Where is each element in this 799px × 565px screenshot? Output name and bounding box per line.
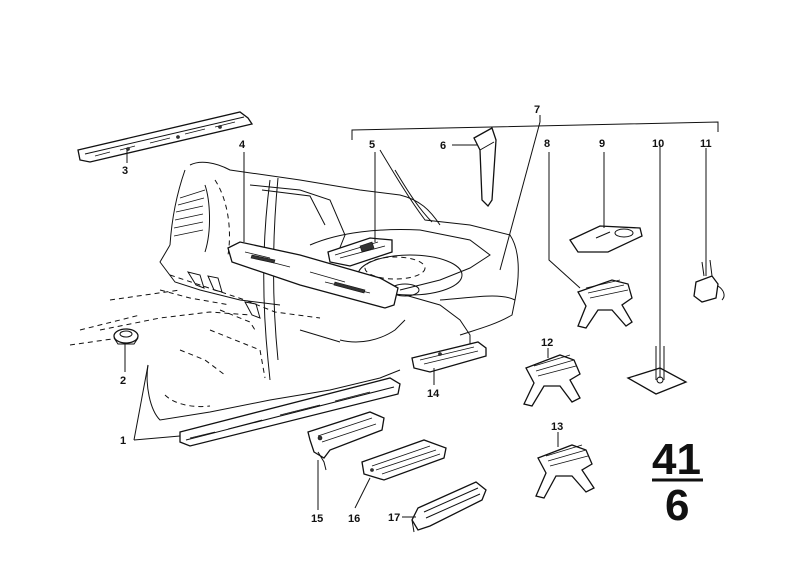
label-12: 12 xyxy=(541,337,553,349)
part-17-bracket xyxy=(411,481,487,533)
part-9-plate xyxy=(569,225,643,253)
part-10-jack xyxy=(626,144,688,395)
part-4-crossmember xyxy=(227,241,399,309)
part-11-handle xyxy=(693,148,725,303)
label-3: 3 xyxy=(122,165,128,177)
label-14: 14 xyxy=(427,388,440,400)
part-6-bracket xyxy=(473,127,497,208)
label-2: 2 xyxy=(120,375,126,387)
part-12-support xyxy=(523,354,581,407)
part-5-panel xyxy=(327,237,393,267)
label-7: 7 xyxy=(534,104,540,116)
label-8: 8 xyxy=(544,138,550,150)
part-16-plate xyxy=(361,439,447,481)
group-number: 41 6 xyxy=(652,435,703,530)
label-6: 6 xyxy=(440,140,446,152)
label-4: 4 xyxy=(239,139,246,151)
group-number-bottom: 6 xyxy=(665,481,689,530)
label-11: 11 xyxy=(700,138,712,150)
label-15: 15 xyxy=(311,513,323,525)
label-16: 16 xyxy=(348,513,360,525)
label-9: 9 xyxy=(599,138,605,150)
car-body-outline xyxy=(69,149,519,421)
part-3-rail xyxy=(77,111,254,163)
part-13-support xyxy=(535,444,595,499)
part-15-bracket xyxy=(307,411,385,471)
group-number-top: 41 xyxy=(652,435,701,484)
part-1-sill xyxy=(179,377,401,447)
callout-labels: 1 2 3 4 5 6 7 8 9 10 11 12 13 14 15 16 1… xyxy=(120,104,712,525)
label-17: 17 xyxy=(388,512,400,524)
part-8-support xyxy=(577,279,633,329)
part-14-bracket xyxy=(411,341,487,373)
label-13: 13 xyxy=(551,421,563,433)
label-5: 5 xyxy=(369,139,375,151)
label-1: 1 xyxy=(120,435,126,447)
leader-lines xyxy=(124,115,719,518)
label-10: 10 xyxy=(652,138,664,150)
part-2-grommet xyxy=(113,328,139,345)
